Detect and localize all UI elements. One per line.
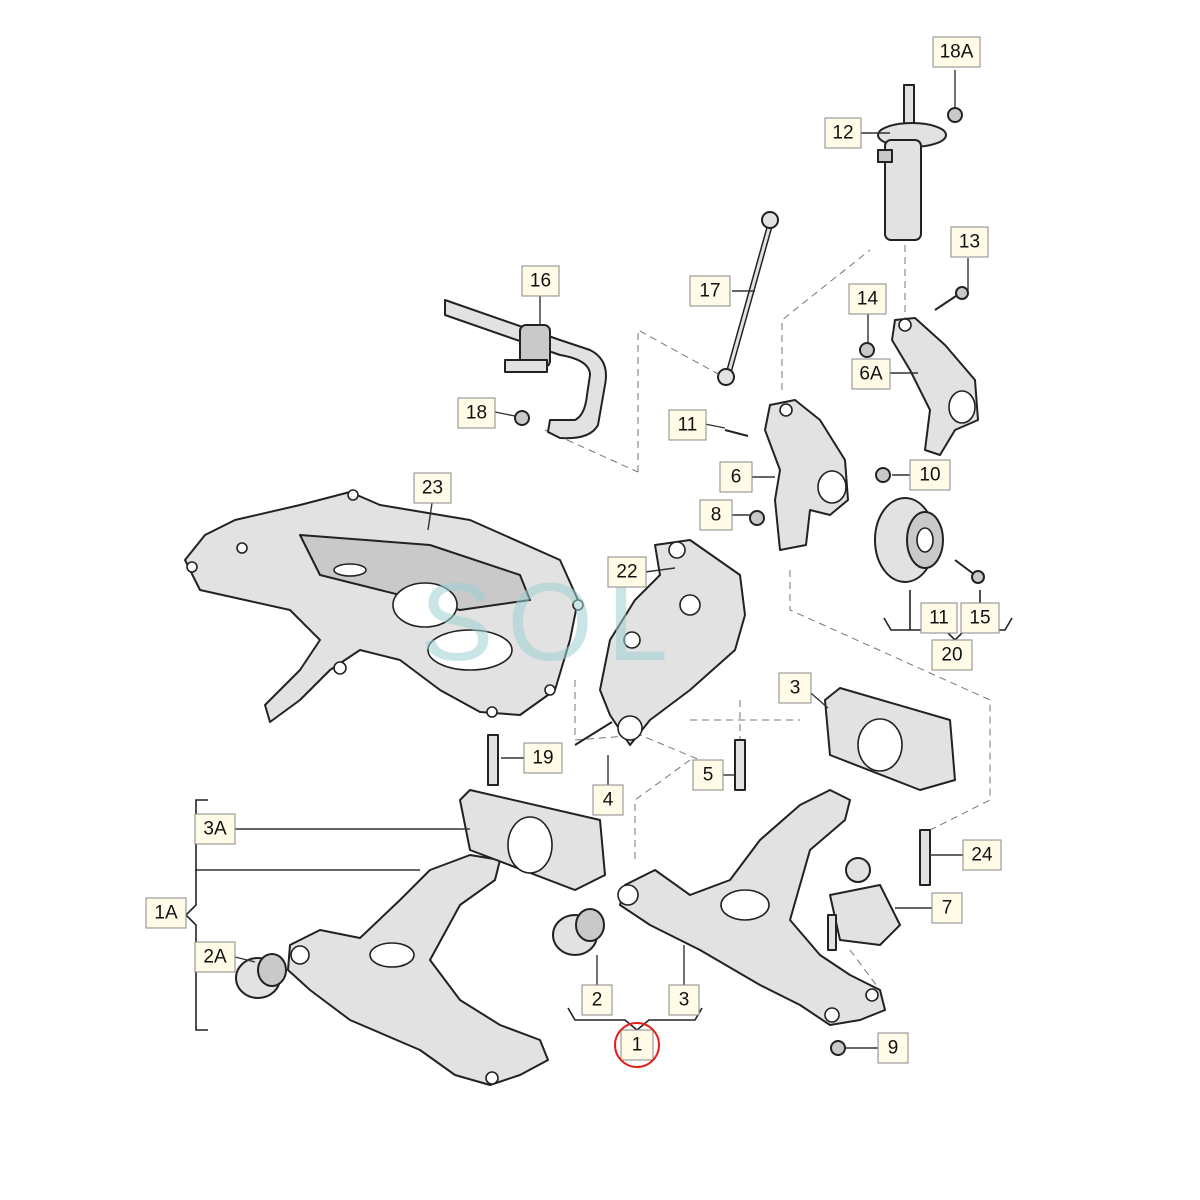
callout-7-text: 7 bbox=[942, 898, 953, 919]
callout-2A-text: 2A bbox=[203, 947, 227, 968]
callout-17: 17 bbox=[689, 275, 731, 307]
callout-6-text: 6 bbox=[731, 467, 742, 488]
callout-8-text: 8 bbox=[711, 505, 722, 526]
callout-24: 24 bbox=[962, 839, 1002, 871]
callout-18A: 18A bbox=[932, 36, 981, 68]
callout-11-upper: 11 bbox=[668, 409, 707, 441]
bearing-bracket-part bbox=[599, 539, 746, 746]
stabilizer-bar-part bbox=[444, 299, 607, 440]
bushing-3A-part bbox=[459, 789, 606, 891]
callout-13: 13 bbox=[950, 226, 989, 258]
callout-5-text: 5 bbox=[703, 765, 714, 786]
callout-9-text: 9 bbox=[888, 1038, 899, 1059]
callout-12-text: 12 bbox=[832, 123, 853, 144]
callout-24-text: 24 bbox=[971, 845, 993, 866]
callout-19-text: 19 bbox=[532, 748, 553, 769]
callout-14-text: 14 bbox=[857, 289, 879, 310]
wheel-hub-part bbox=[874, 497, 944, 583]
callout-16-text: 16 bbox=[530, 271, 551, 292]
callout-14: 14 bbox=[848, 283, 887, 315]
callout-12: 12 bbox=[824, 117, 862, 149]
subframe-part bbox=[184, 489, 584, 723]
callout-3A: 3A bbox=[194, 813, 236, 845]
callout-1-text: 1 bbox=[632, 1035, 643, 1056]
wheel-bearing-housing-alt-part bbox=[891, 317, 979, 456]
callout-11-lower: 11 bbox=[920, 602, 958, 634]
callout-3-upper-text: 3 bbox=[790, 678, 801, 699]
callout-18A-text: 18A bbox=[940, 42, 974, 63]
callout-3A-text: 3A bbox=[203, 819, 227, 840]
wheel-bearing-housing-part bbox=[764, 399, 849, 551]
callout-6A: 6A bbox=[851, 358, 891, 390]
callout-11-lower-text: 11 bbox=[929, 608, 949, 629]
callout-9: 9 bbox=[877, 1032, 909, 1064]
bushing-2-part bbox=[552, 908, 605, 956]
callout-10-text: 10 bbox=[919, 465, 940, 486]
callout-3-upper: 3 bbox=[778, 672, 812, 704]
highlight-circle bbox=[614, 1022, 660, 1068]
control-arm-left-part bbox=[287, 854, 549, 1086]
callout-19: 19 bbox=[523, 742, 563, 774]
callout-7: 7 bbox=[931, 892, 963, 924]
bushing-2A-part bbox=[235, 953, 287, 999]
callout-18-text: 18 bbox=[466, 403, 487, 424]
callout-1A: 1A bbox=[145, 897, 187, 929]
callout-1A-text: 1A bbox=[154, 903, 178, 924]
callout-11-upper-text: 11 bbox=[678, 415, 698, 436]
callout-16: 16 bbox=[521, 265, 560, 297]
callout-8: 8 bbox=[699, 499, 733, 531]
bushing-3-part bbox=[824, 687, 956, 791]
callout-5: 5 bbox=[692, 759, 724, 791]
control-arm-part bbox=[617, 789, 886, 1026]
callout-10: 10 bbox=[909, 459, 951, 491]
coupling-rod-part bbox=[717, 211, 779, 386]
callout-15: 15 bbox=[960, 602, 1000, 634]
callout-23: 23 bbox=[413, 472, 452, 504]
callout-17-text: 17 bbox=[699, 281, 720, 302]
callout-6: 6 bbox=[719, 461, 753, 493]
callout-6A-text: 6A bbox=[859, 364, 883, 385]
callout-23-text: 23 bbox=[422, 478, 443, 499]
callout-22: 22 bbox=[607, 556, 647, 588]
callout-2A: 2A bbox=[194, 941, 236, 973]
callout-labels: 18A 12 13 16 17 14 6A 18 11 10 6 23 8 22… bbox=[145, 36, 1002, 1064]
callout-1: 1 bbox=[620, 1029, 654, 1061]
callout-13-text: 13 bbox=[959, 232, 980, 253]
callout-4-text: 4 bbox=[603, 790, 614, 811]
shock-absorber-part bbox=[877, 84, 947, 241]
callout-4: 4 bbox=[592, 784, 624, 816]
ball-joint-part bbox=[827, 857, 901, 951]
fasteners bbox=[487, 107, 985, 1056]
callout-2: 2 bbox=[581, 984, 613, 1016]
callout-18: 18 bbox=[457, 397, 496, 429]
callout-2-text: 2 bbox=[592, 990, 603, 1011]
callout-15-text: 15 bbox=[969, 608, 990, 629]
callout-20-text: 20 bbox=[941, 645, 962, 666]
leader-lines bbox=[195, 70, 969, 1049]
callout-3-lower: 3 bbox=[668, 984, 700, 1016]
callout-3-lower-text: 3 bbox=[679, 990, 690, 1011]
callout-20: 20 bbox=[931, 639, 973, 671]
assembly-guide-lines bbox=[544, 245, 991, 991]
callout-22-text: 22 bbox=[616, 562, 637, 583]
